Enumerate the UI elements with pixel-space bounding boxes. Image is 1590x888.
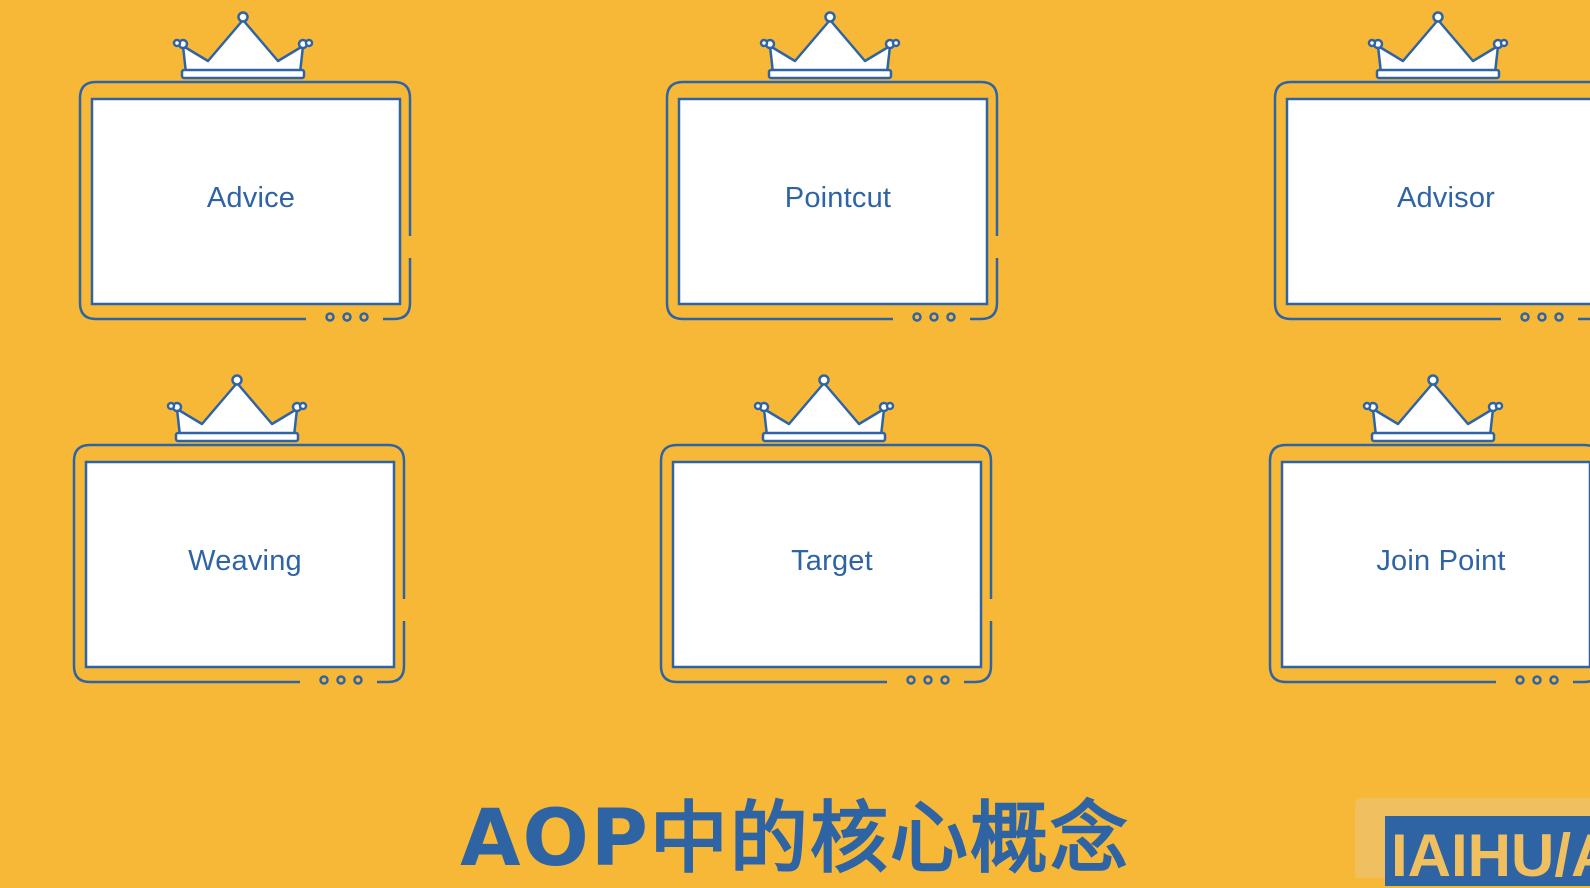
crown-frame-icon <box>1273 11 1590 322</box>
concept-card-target: Target <box>659 369 1009 699</box>
concept-label: Pointcut <box>784 182 892 214</box>
concept-card-weaving: Weaving <box>72 369 422 699</box>
crown-frame-icon <box>665 11 999 322</box>
watermark-logo: IAIHU/A <box>1355 798 1590 886</box>
page-title: AOP中的核心概念 <box>460 794 1130 884</box>
concept-label: Target <box>791 545 873 577</box>
concept-label: Advisor <box>1396 182 1496 214</box>
concept-label: Advice <box>206 182 296 214</box>
crown-frame-icon <box>78 11 412 322</box>
concept-card-advisor: Advisor <box>1273 6 1590 336</box>
concept-card-advice: Advice <box>78 6 428 336</box>
concept-card-pointcut: Pointcut <box>665 6 1015 336</box>
concept-label: Join Point <box>1376 545 1506 577</box>
crown-frame-icon <box>72 374 406 685</box>
crown-frame-icon <box>1268 374 1590 685</box>
watermark-logo-text: IAIHU/A <box>1385 816 1590 886</box>
concept-label: Weaving <box>188 545 302 577</box>
crown-frame-icon <box>659 374 993 685</box>
concept-card-join-point: Join Point <box>1268 369 1590 699</box>
